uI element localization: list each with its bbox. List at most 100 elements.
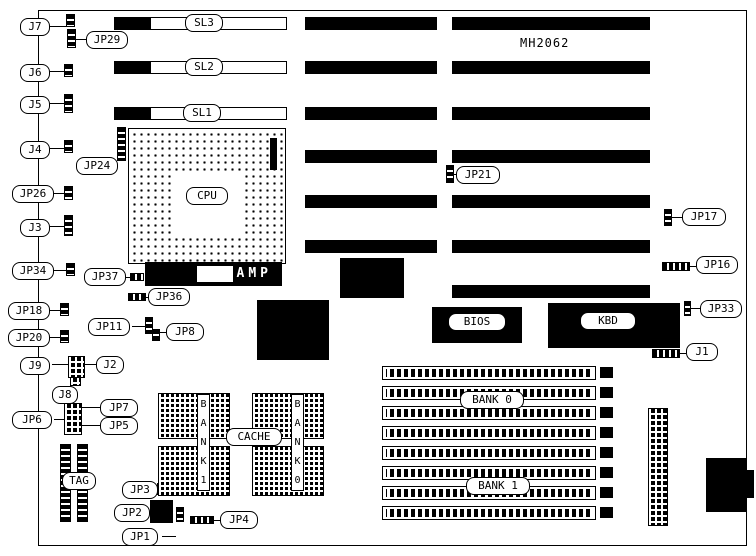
leader-line xyxy=(162,536,176,537)
chipset-chip-1 xyxy=(340,258,404,298)
isa-slot xyxy=(305,61,437,74)
callout-jp26: JP26 xyxy=(12,185,54,203)
slot-sl2-label: SL2 xyxy=(185,58,223,76)
leader-line xyxy=(76,39,86,40)
simm-bank0-label: BANK 0 xyxy=(460,391,524,409)
isa-slot xyxy=(305,150,437,163)
jp11-connector xyxy=(145,317,153,334)
callout-j5: J5 xyxy=(20,96,50,114)
callout-jp1: JP1 xyxy=(122,528,158,546)
simm-bank1-label: BANK 1 xyxy=(466,477,530,495)
simm-socket-tab xyxy=(600,487,613,498)
jp18-connector xyxy=(60,303,69,316)
callout-jp20: JP20 xyxy=(8,329,50,347)
cache-chip xyxy=(158,446,230,496)
leader-line xyxy=(50,103,64,104)
amp-socket-notch xyxy=(197,266,233,282)
leader-line xyxy=(82,425,100,426)
cpu-socket-mark xyxy=(270,138,277,170)
slot-sl1-label: SL1 xyxy=(183,104,221,122)
din-connector-body xyxy=(706,458,746,512)
leader-line xyxy=(54,419,64,420)
leader-line xyxy=(672,217,682,218)
simm-socket xyxy=(382,426,596,440)
cache-label: CACHE xyxy=(226,428,282,446)
j8-connector xyxy=(70,377,81,386)
leader-line xyxy=(126,277,130,278)
leader-line xyxy=(50,337,60,338)
jp20-connector xyxy=(60,330,69,343)
j7-connector xyxy=(66,14,75,27)
jp26-connector xyxy=(64,186,73,200)
j6-connector xyxy=(64,64,73,77)
callout-jp29: JP29 xyxy=(86,31,128,49)
leader-line xyxy=(54,270,66,271)
jp29-connector xyxy=(67,29,76,48)
cache-bank0-label: BANK0 xyxy=(291,394,304,491)
callout-jp33: JP33 xyxy=(700,300,742,318)
isa-slot xyxy=(305,240,437,253)
leader-line xyxy=(50,310,60,311)
leader-line xyxy=(50,148,64,149)
cache-chip xyxy=(252,446,324,496)
jp5-jp6-jp7-connector xyxy=(64,403,82,435)
callout-j6: J6 xyxy=(20,64,50,82)
callout-jp34: JP34 xyxy=(12,262,54,280)
simm-socket-tab xyxy=(600,427,613,438)
callout-j9: J9 xyxy=(20,357,50,375)
callout-jp37: JP37 xyxy=(84,268,126,286)
leader-line xyxy=(690,266,696,267)
isa-slot xyxy=(452,107,650,120)
callout-jp36: JP36 xyxy=(148,288,190,306)
callout-jp4: JP4 xyxy=(220,511,258,529)
leader-line xyxy=(82,407,100,408)
jp17-connector xyxy=(664,209,672,226)
power-connector xyxy=(648,408,668,526)
slot-key xyxy=(115,18,151,29)
callout-jp24: JP24 xyxy=(76,157,118,175)
isa-slot xyxy=(452,195,650,208)
callout-j7: J7 xyxy=(20,18,50,36)
jp37-connector xyxy=(130,273,144,281)
j4-connector xyxy=(64,140,73,153)
callout-j1: J1 xyxy=(686,343,718,361)
j3-connector xyxy=(64,215,73,236)
callout-jp7: JP7 xyxy=(100,399,138,417)
leader-line xyxy=(214,520,220,521)
jumper-block xyxy=(150,500,173,523)
isa-slot xyxy=(305,107,437,120)
simm-socket-tab xyxy=(600,367,613,378)
slot-sl3-label: SL3 xyxy=(185,14,223,32)
j1-connector xyxy=(652,349,680,358)
kbd-label: KBD xyxy=(580,312,636,330)
j9-j2-connector xyxy=(68,356,85,378)
cache-chip xyxy=(158,393,230,439)
isa-slot xyxy=(305,17,437,30)
leader-line xyxy=(50,71,64,72)
leader-line xyxy=(54,193,64,194)
jp34-connector xyxy=(66,263,75,276)
isa-slot xyxy=(452,285,650,298)
simm-socket xyxy=(382,366,596,380)
jp16-connector xyxy=(662,262,690,271)
simm-socket-tab xyxy=(600,467,613,478)
callout-jp17: JP17 xyxy=(682,208,726,226)
leader-line xyxy=(160,332,166,333)
leader-line xyxy=(132,326,145,327)
callout-j2: J2 xyxy=(96,356,124,374)
simm-socket-tab xyxy=(600,507,613,518)
simm-socket-tab xyxy=(600,447,613,458)
leader-line xyxy=(52,364,68,365)
callout-jp5: JP5 xyxy=(100,417,138,435)
slot-key xyxy=(115,62,151,73)
simm-socket-tab xyxy=(600,407,613,418)
callout-j8: J8 xyxy=(52,386,78,404)
jp24-connector xyxy=(117,127,126,161)
jp33-connector xyxy=(684,301,691,316)
callout-jp18: JP18 xyxy=(8,302,50,320)
callout-jp21: JP21 xyxy=(456,166,500,184)
simm-socket-tab xyxy=(600,387,613,398)
isa-slot xyxy=(452,240,650,253)
isa-slot xyxy=(452,61,650,74)
